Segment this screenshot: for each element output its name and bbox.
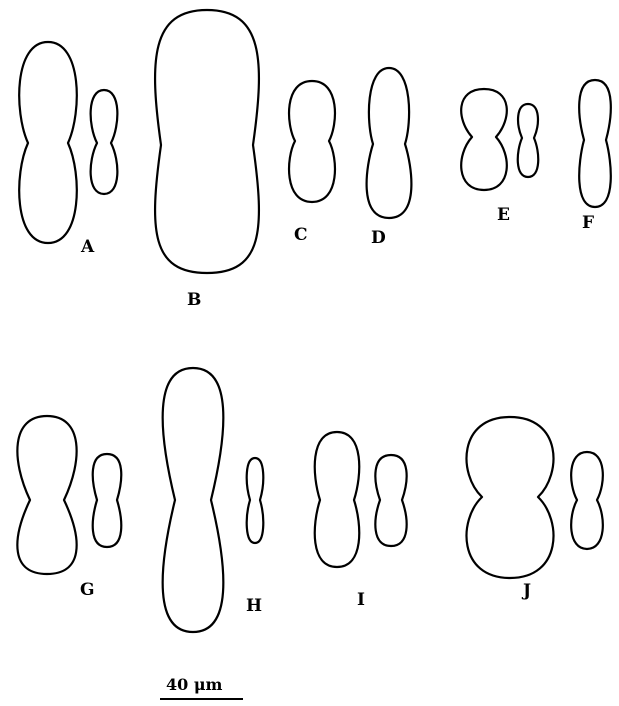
label-e: E: [497, 205, 510, 225]
group-a: A: [19, 42, 117, 257]
cell-h-large: [163, 368, 224, 632]
label-b: B: [187, 290, 201, 310]
group-g: G: [17, 416, 121, 600]
cell-b: [155, 10, 259, 273]
cell-i-large: [315, 432, 360, 567]
cell-a-small: [91, 90, 118, 194]
cell-c: [289, 81, 335, 202]
group-f: F: [579, 80, 611, 233]
group-j: J: [467, 417, 603, 601]
group-h: H: [163, 368, 264, 632]
cell-h-small: [247, 458, 264, 543]
cell-e-small: [518, 104, 539, 177]
cell-g-large: [17, 416, 76, 574]
label-f: F: [582, 213, 594, 233]
cell-j-small: [571, 452, 603, 549]
group-d: D: [367, 68, 412, 248]
group-i: I: [315, 432, 407, 610]
group-c: C: [289, 81, 335, 245]
cell-e-large: [461, 89, 507, 190]
cell-g-small: [93, 454, 122, 547]
label-g: G: [80, 580, 95, 600]
scale-bar-label: 40 μm: [166, 675, 223, 694]
label-i: I: [357, 590, 365, 610]
cell-a-large: [19, 42, 77, 243]
cell-d: [367, 68, 412, 218]
cell-f: [579, 80, 611, 207]
scale-bar: 40 μm: [160, 675, 243, 699]
group-b: B: [155, 10, 259, 310]
label-a: A: [80, 237, 95, 257]
label-j: J: [521, 581, 531, 601]
label-d: D: [371, 228, 386, 248]
label-h: H: [246, 596, 262, 616]
group-e: E: [461, 89, 538, 225]
label-c: C: [294, 225, 308, 245]
cell-j-large: [467, 417, 554, 578]
cell-i-small: [375, 455, 406, 546]
